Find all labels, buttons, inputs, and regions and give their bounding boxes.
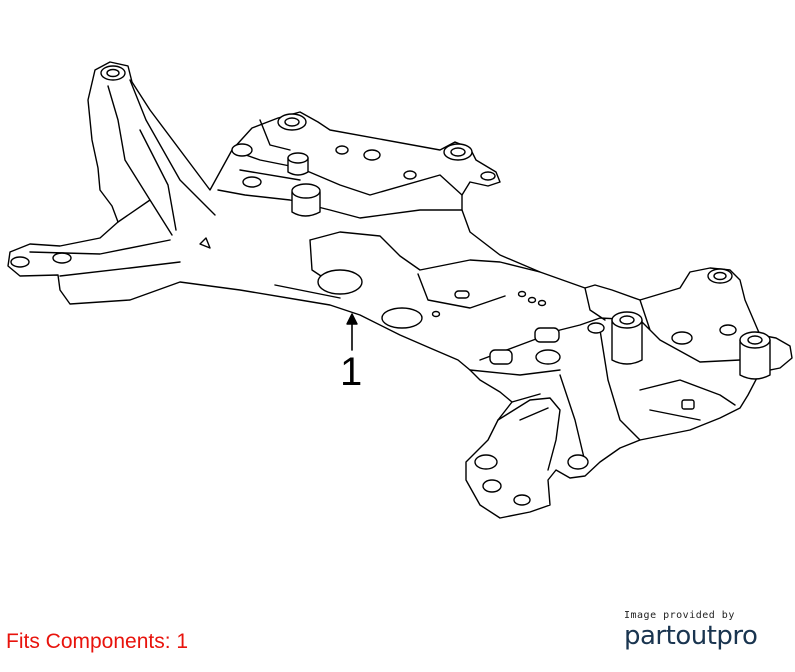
image-credit: Image provided by partoutpro (624, 610, 784, 651)
center-pan-hole (317, 269, 363, 295)
front-slot (489, 349, 513, 365)
left-bracket (107, 79, 216, 236)
right-rear-slot (681, 399, 695, 410)
small-hole (431, 310, 441, 318)
rear-crossmember (217, 119, 463, 219)
rear-mount-hole (277, 113, 307, 131)
fits-components-label: Fits Components: 1 (6, 630, 189, 653)
center-pan-hole (381, 307, 423, 329)
right-rear-hole (671, 331, 693, 345)
rear-mount-hole (403, 170, 417, 180)
callout-arrowhead (346, 313, 358, 325)
rear-mount-hole (242, 176, 262, 188)
right-front-section (469, 287, 741, 463)
small-hole (537, 299, 547, 307)
lower-bracket-hole (482, 479, 502, 493)
right-rear-tower (739, 339, 771, 380)
center-bushing (291, 191, 321, 217)
left-arm-hole (10, 256, 30, 268)
subframe-outline (7, 61, 793, 519)
rear-mount-hole (231, 143, 253, 157)
rear-mount-hole (443, 143, 473, 161)
left-arm-hole (52, 252, 72, 264)
floor-slot (454, 290, 470, 299)
left-bracket-mount-hole (100, 65, 126, 81)
lower-bracket-hole (567, 454, 589, 470)
right-lower-bracket (497, 393, 561, 471)
callout-number: 1 (340, 350, 363, 394)
right-front-tower (611, 319, 643, 365)
partoutpro-logo: partoutpro (624, 621, 758, 651)
right-rear-hole (719, 324, 737, 336)
rear-mount-hole (480, 171, 496, 181)
subframe-illustration (7, 61, 793, 519)
small-hole (527, 296, 537, 304)
front-hole (535, 349, 561, 365)
small-tab (199, 237, 211, 249)
front-slot (534, 327, 560, 343)
lower-bracket-hole (474, 454, 498, 470)
front-hole (587, 322, 605, 334)
rear-mount-hole (363, 149, 381, 161)
right-rear-hole (707, 268, 733, 284)
image-credit-text: Image provided by (624, 610, 735, 621)
small-hole (517, 290, 527, 298)
lower-bracket-hole (513, 494, 531, 506)
rear-mount-hole (335, 145, 349, 155)
